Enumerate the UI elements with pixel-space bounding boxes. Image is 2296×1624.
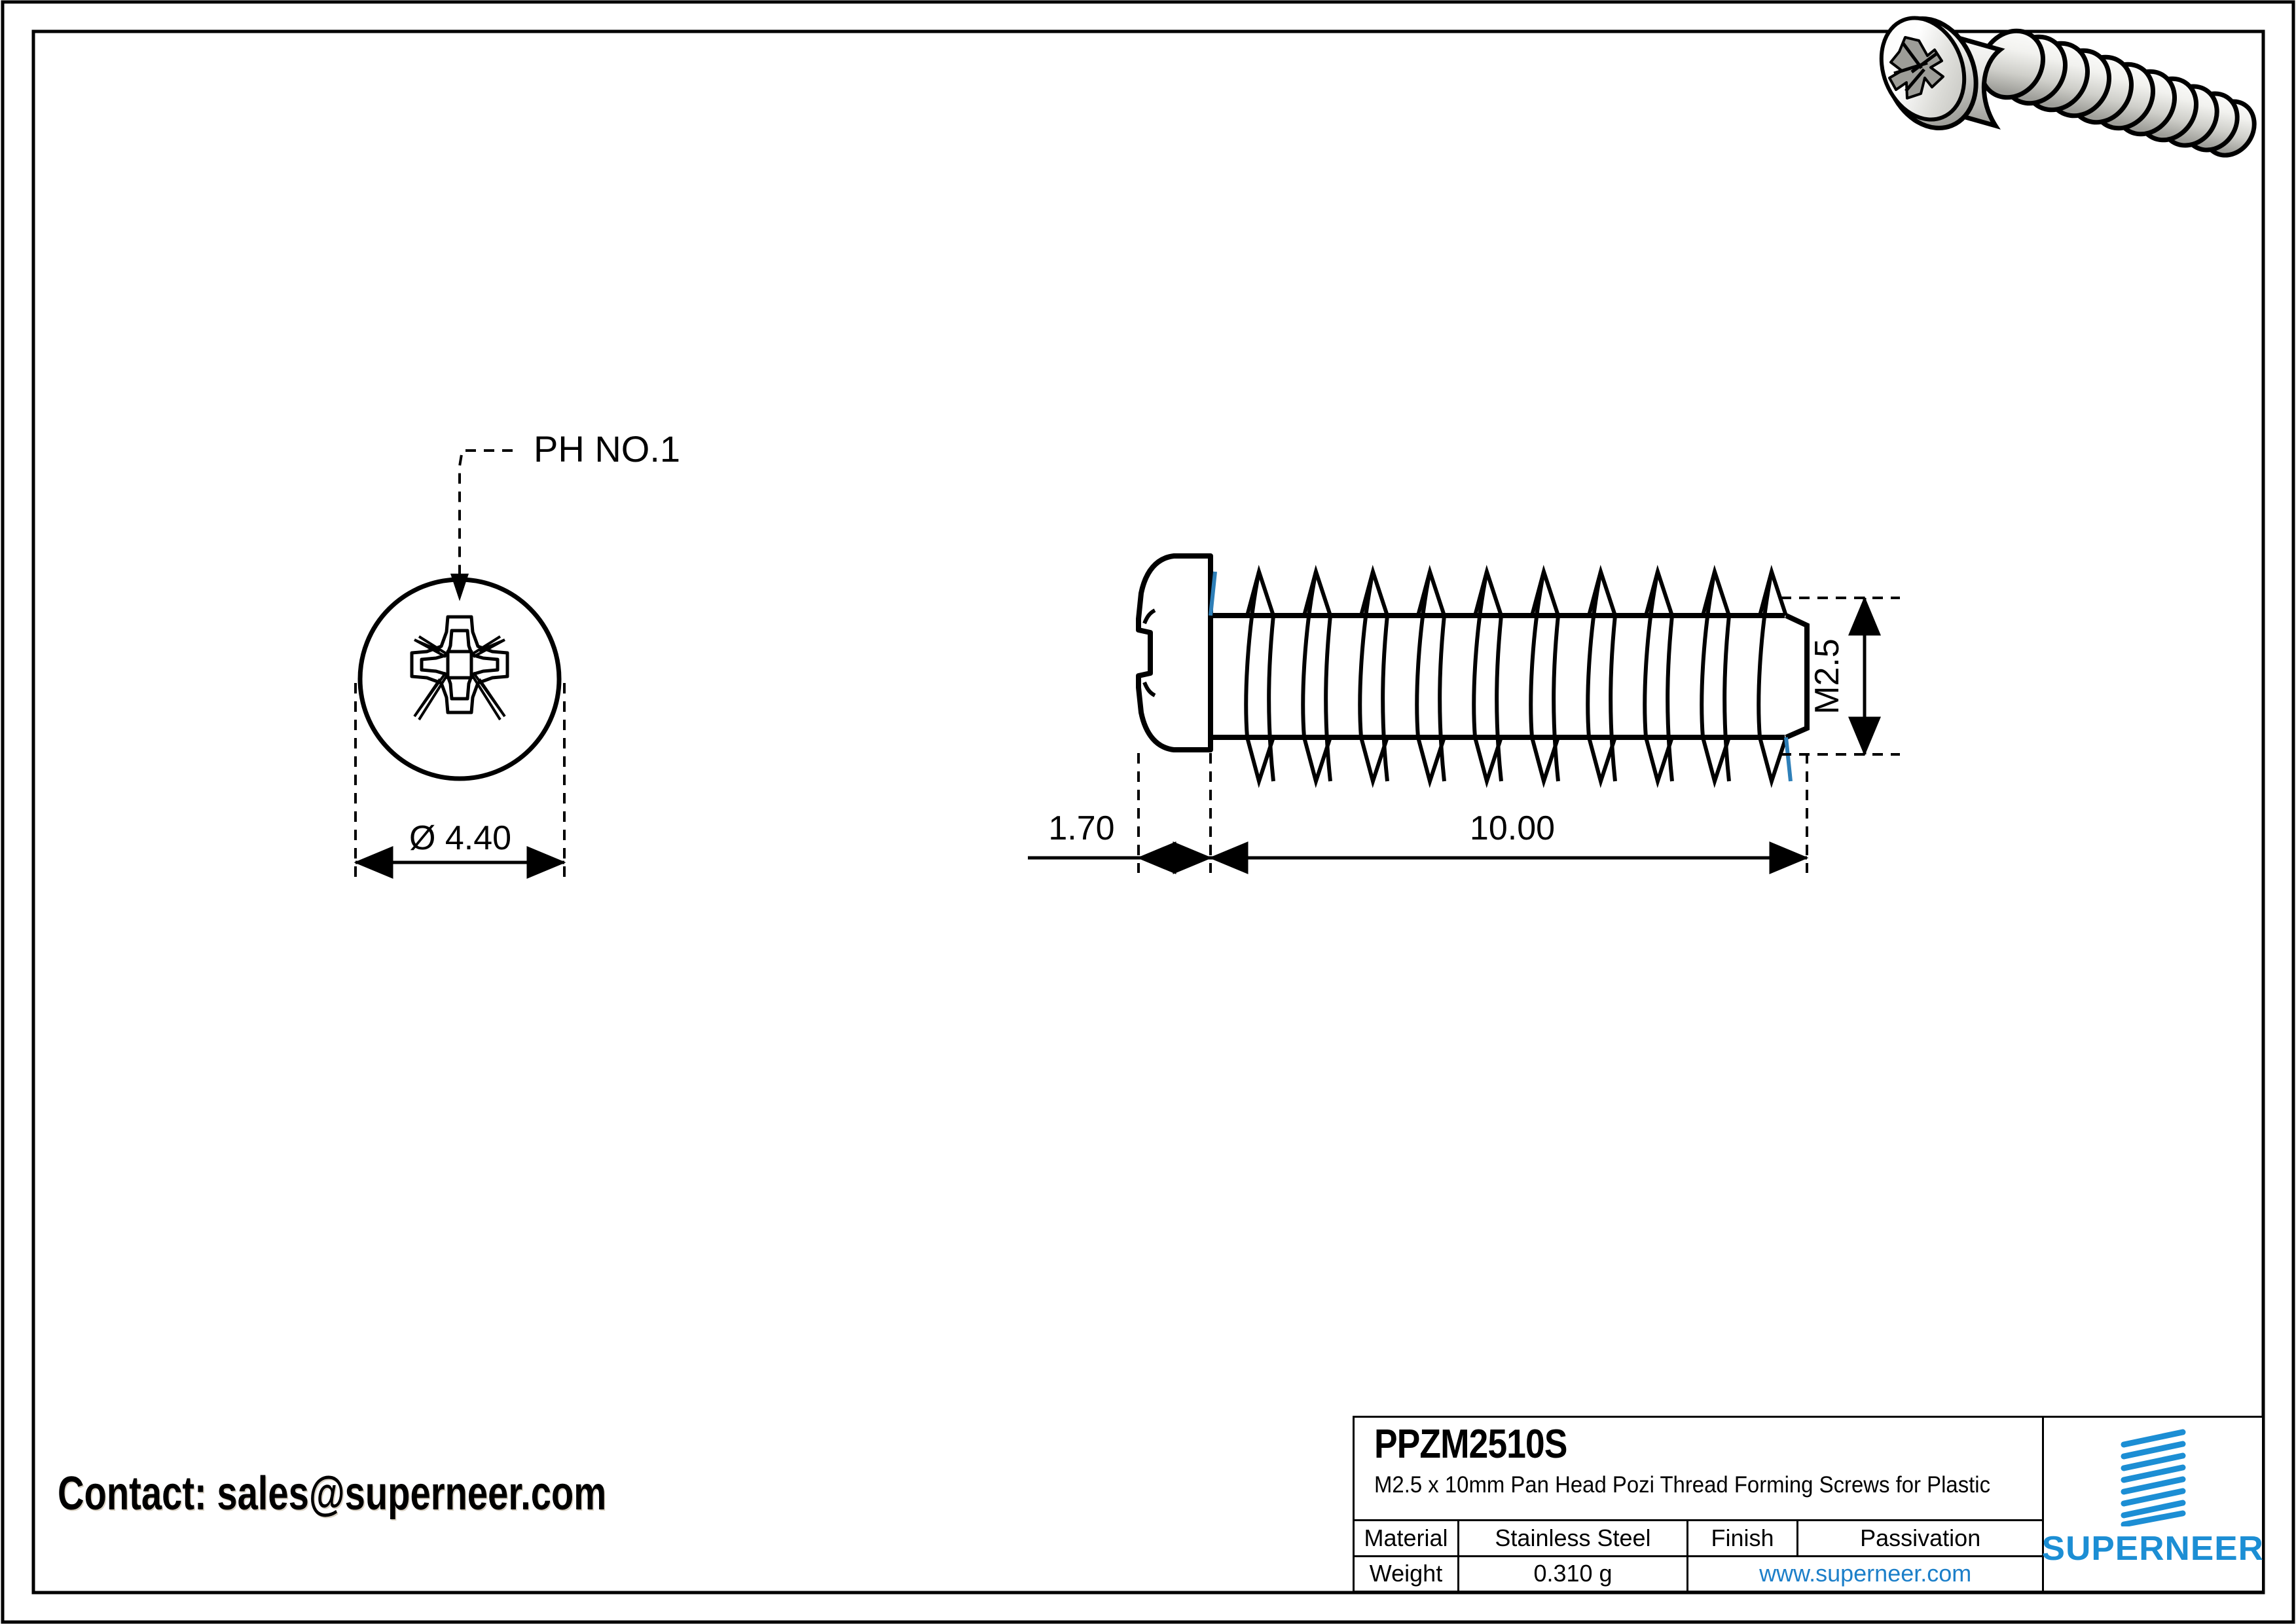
thread-dim-label: M2.5: [1808, 638, 1846, 714]
front-view: PH NO.1 Ø 4.40: [354, 428, 680, 879]
brand-wordmark: SUPERNEER: [2042, 1530, 2265, 1568]
title-block: PPZM2510S M2.5 x 10mm Pan Head Pozi Thre…: [1353, 1416, 2264, 1593]
length-dimension: [1209, 753, 1809, 874]
material-label: Material: [1355, 1521, 1459, 1555]
material-value: Stainless Steel: [1459, 1521, 1688, 1555]
part-description: M2.5 x 10mm Pan Head Pozi Thread Forming…: [1374, 1472, 1991, 1498]
weight-label: Weight: [1355, 1557, 1459, 1591]
title-block-main: PPZM2510S M2.5 x 10mm Pan Head Pozi Thre…: [1355, 1418, 2045, 1591]
weight-value: 0.310 g: [1459, 1557, 1688, 1591]
thread-chamfer-highlight: [1209, 571, 1793, 782]
screw-3d-render: [1879, 16, 2257, 158]
head-thickness-dimension: [1028, 753, 1212, 874]
material-row: Material Stainless Steel Finish Passivat…: [1355, 1521, 2043, 1557]
head-recess-lines: [1142, 608, 1156, 697]
finish-value: Passivation: [1860, 1524, 1981, 1551]
pan-head-profile: [1136, 553, 1213, 752]
finish-label: Finish: [1688, 1521, 1798, 1555]
shank-end: [1785, 613, 1810, 740]
weight-row: Weight 0.310 g www.superneer.com: [1355, 1557, 2042, 1591]
superneer-logo-icon: [2121, 1429, 2186, 1526]
part-code: PPZM2510S: [1374, 1422, 1567, 1467]
title-block-header: PPZM2510S M2.5 x 10mm Pan Head Pozi Thre…: [1355, 1418, 2043, 1521]
screw-3d-pozi-recess: [1888, 36, 1944, 100]
ph-callout-leader: [450, 449, 513, 601]
diameter-dimension: [354, 683, 566, 879]
sheet-border-inner: [31, 29, 2265, 1595]
contact-text: Contact: sales@superneer.com: [58, 1467, 607, 1520]
website-link[interactable]: www.superneer.com: [1759, 1560, 1972, 1587]
head-thickness-label: 1.70: [1048, 809, 1114, 847]
diameter-dim-label: Ø 4.40: [409, 819, 511, 857]
length-dim-label: 10.00: [1470, 809, 1555, 847]
side-view: 1.70 10.00 M2.5: [1028, 553, 1900, 874]
thread-profile: [1244, 564, 1788, 788]
pozi-ribs: [413, 635, 506, 721]
brand-logo: SUPERNEER: [2042, 1418, 2265, 1591]
ph-callout-label: PH NO.1: [534, 428, 680, 470]
thread-diameter-dimension: [1781, 596, 1900, 756]
